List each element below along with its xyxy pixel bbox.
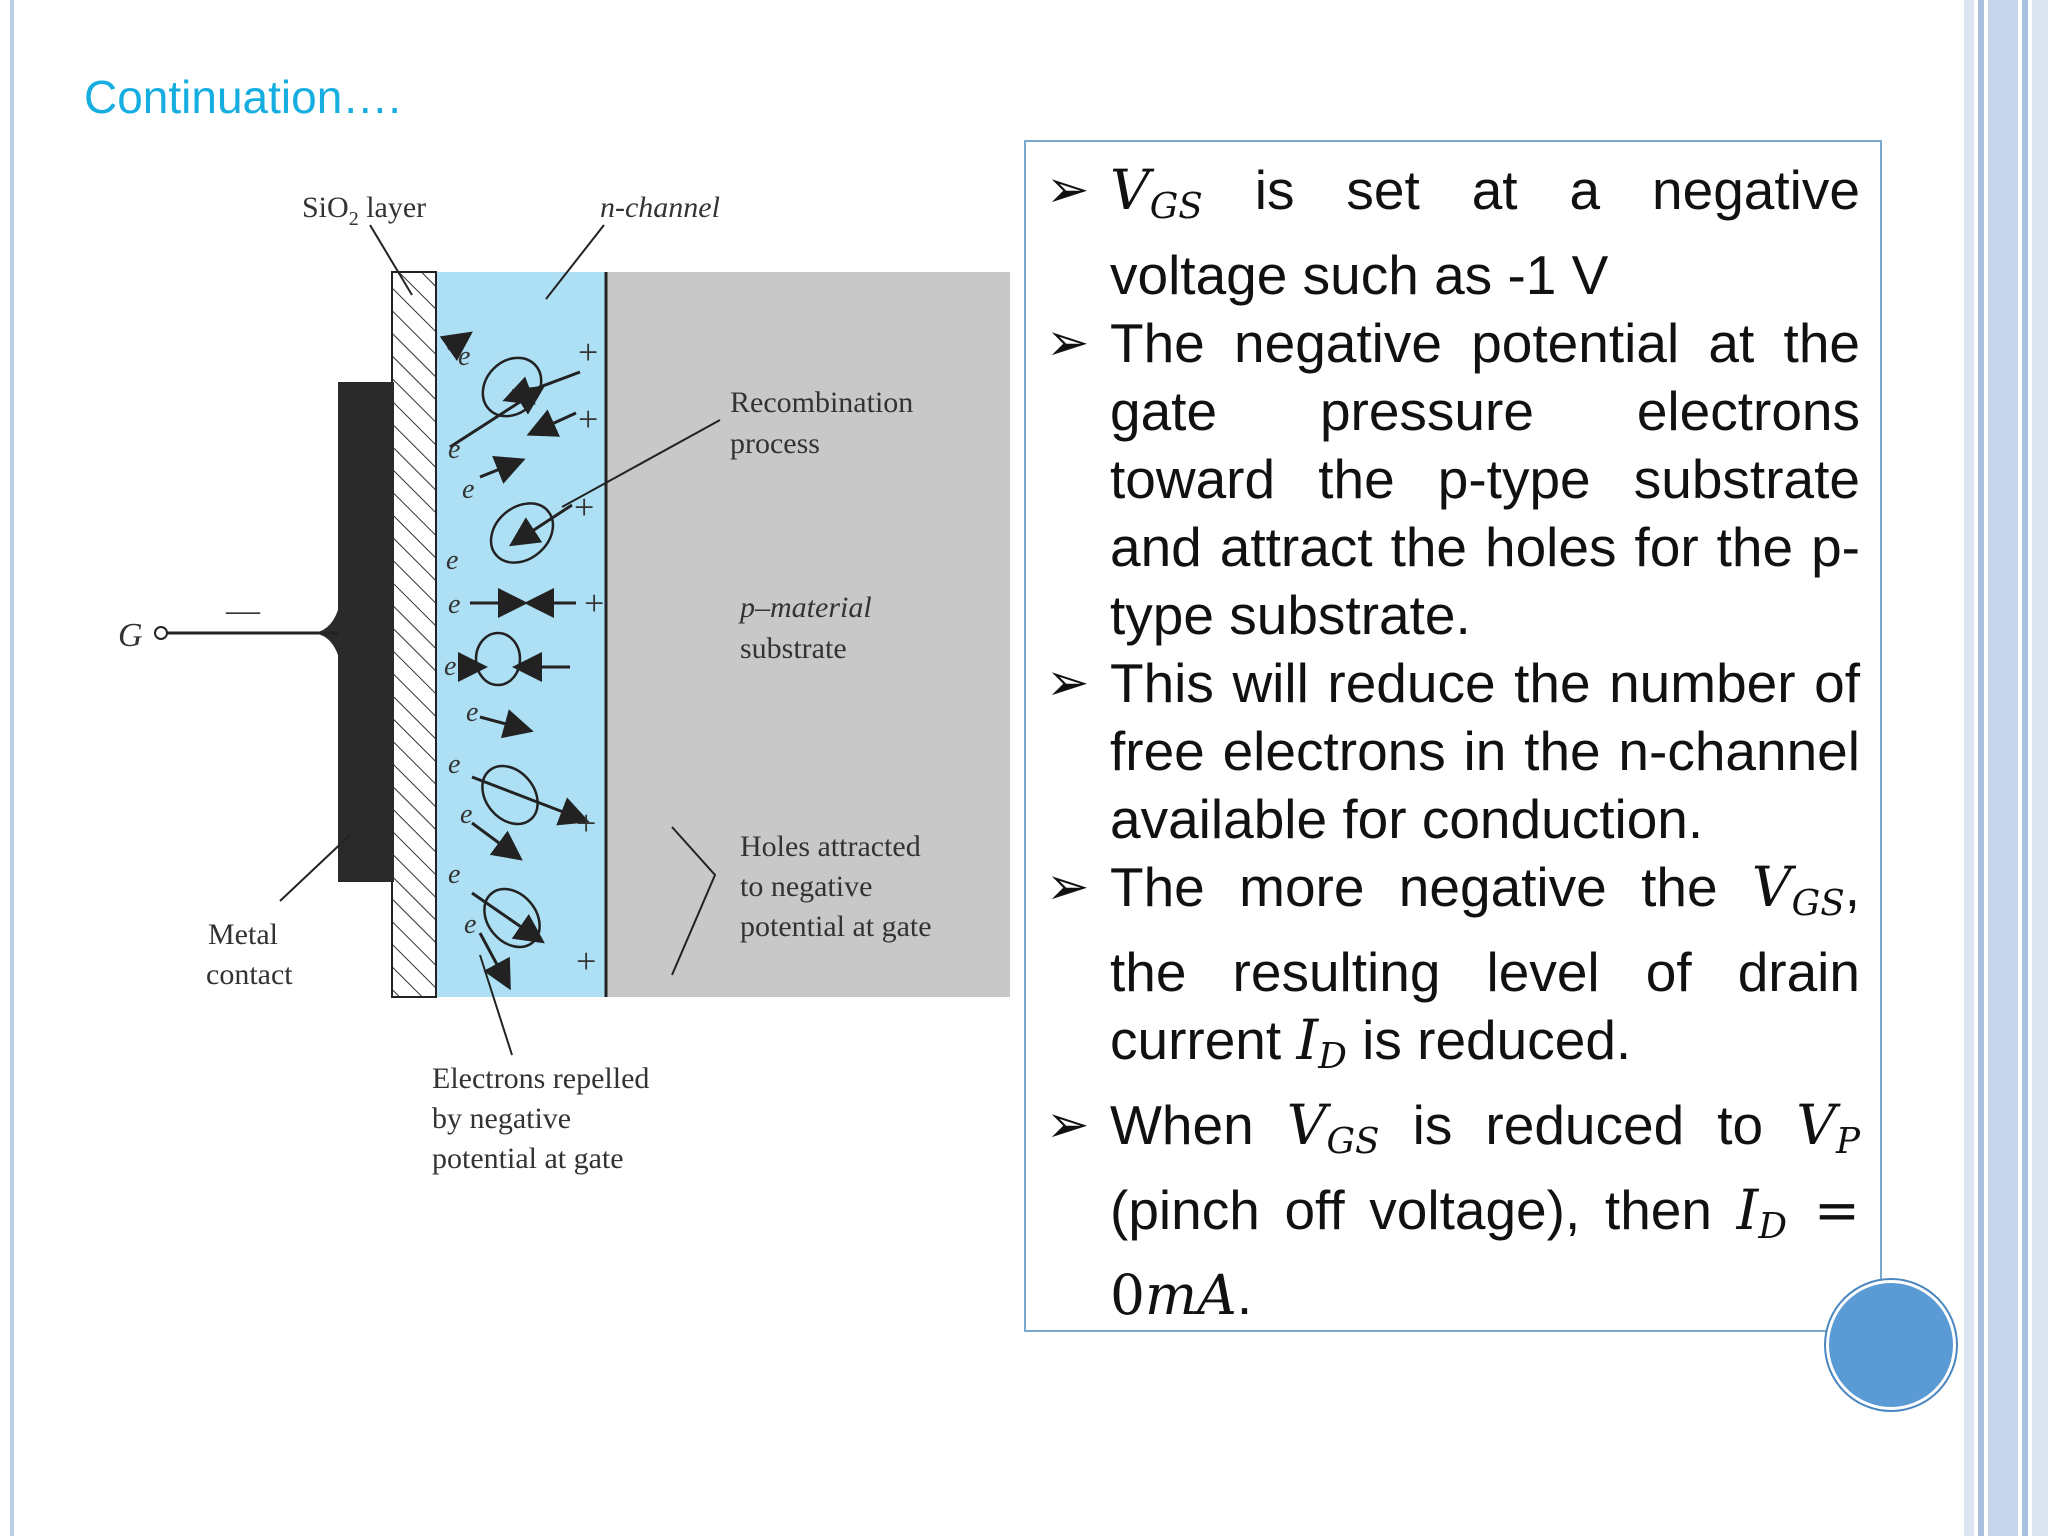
bullet-arrow-icon: ➢ <box>1046 1095 1090 1154</box>
svg-text:e: e <box>458 341 470 372</box>
slide-title: Continuation…. <box>84 71 402 123</box>
svg-text:+: + <box>578 399 598 439</box>
svg-text:e: e <box>444 651 456 682</box>
svg-text:+: + <box>574 487 594 527</box>
svg-text:e: e <box>448 589 460 620</box>
svg-text:+: + <box>576 803 596 843</box>
bullet-vgs-negative: ➢ VGS is set at a negative voltage such … <box>1046 158 1860 306</box>
holes-label-2: to negative <box>740 870 872 903</box>
bullet-arrow-icon: ➢ <box>1046 161 1090 219</box>
svg-text:e: e <box>448 859 460 890</box>
svg-text:e: e <box>466 697 478 728</box>
bullet-reduce-electrons: ➢ This will reduce the number of free el… <box>1046 649 1860 853</box>
svg-text:e: e <box>446 545 458 576</box>
bullet-pinch-off: ➢ When VGS is reduced to VP (pinch off v… <box>1046 1092 1861 1327</box>
electrons-repelled-label-3: potential at gate <box>432 1142 624 1175</box>
svg-text:+: + <box>576 941 596 981</box>
p-material-label-2: substrate <box>740 632 847 665</box>
metal-contact-label-1: Metal <box>208 918 278 951</box>
gate-label: G <box>118 617 143 654</box>
sio2-layer-label: SiO2 layer <box>302 191 426 230</box>
electrons-repelled-label-1: Electrons repelled <box>432 1062 649 1095</box>
svg-text:+: + <box>584 583 604 623</box>
bullet-arrow-icon: ➢ <box>1046 857 1090 916</box>
left-border-rule <box>10 0 14 1536</box>
bullet-list: ➢ VGS is set at a negative voltage such … <box>1046 156 1860 1329</box>
gate-minus-sign: — <box>225 592 261 629</box>
svg-text:e: e <box>448 434 460 465</box>
gate-terminal <box>154 626 168 640</box>
metal-contact-label-2: contact <box>206 958 293 991</box>
vgs-symbol: VGS <box>1110 158 1203 227</box>
svg-text:e: e <box>464 909 476 940</box>
electrons-repelled-label-2: by negative <box>432 1102 571 1135</box>
holes-label-3: potential at gate <box>740 910 932 943</box>
right-decorative-stripes <box>1964 0 2048 1536</box>
bullet-negative-potential: ➢ The negative potential at the gate pre… <box>1046 309 1860 649</box>
bullet-drain-current: ➢ The more negative the VGS, the resulti… <box>1046 854 1860 1077</box>
svg-text:e: e <box>462 474 474 505</box>
holes-label-1: Holes attracted <box>740 830 921 863</box>
svg-text:e: e <box>448 749 460 780</box>
n-channel-region <box>436 272 606 997</box>
metal-gate-contact <box>338 382 394 882</box>
explanation-panel: ➢ VGS is set at a negative voltage such … <box>1024 140 1882 1332</box>
decorative-blue-circle <box>1826 1280 1956 1410</box>
p-substrate-region <box>605 272 1010 997</box>
carrier-motion-arrows <box>439 331 590 991</box>
recombination-label-1: Recombination <box>730 386 913 419</box>
hole-labels: + + + + + + <box>574 332 604 981</box>
p-material-label-1: p–material <box>738 591 872 624</box>
bullet-arrow-icon: ➢ <box>1046 313 1090 372</box>
jfet-cross-section-diagram: G — SiO2 layer n-channel Recombination p… <box>118 191 1010 1175</box>
svg-text:+: + <box>578 332 598 372</box>
electron-labels: e e e e e e e e e e e <box>444 341 478 940</box>
sio2-oxide-layer <box>391 271 437 998</box>
bullet-arrow-icon: ➢ <box>1046 653 1090 712</box>
n-channel-label: n-channel <box>600 191 720 224</box>
recombination-label-2: process <box>730 427 820 460</box>
svg-text:e: e <box>460 799 472 830</box>
